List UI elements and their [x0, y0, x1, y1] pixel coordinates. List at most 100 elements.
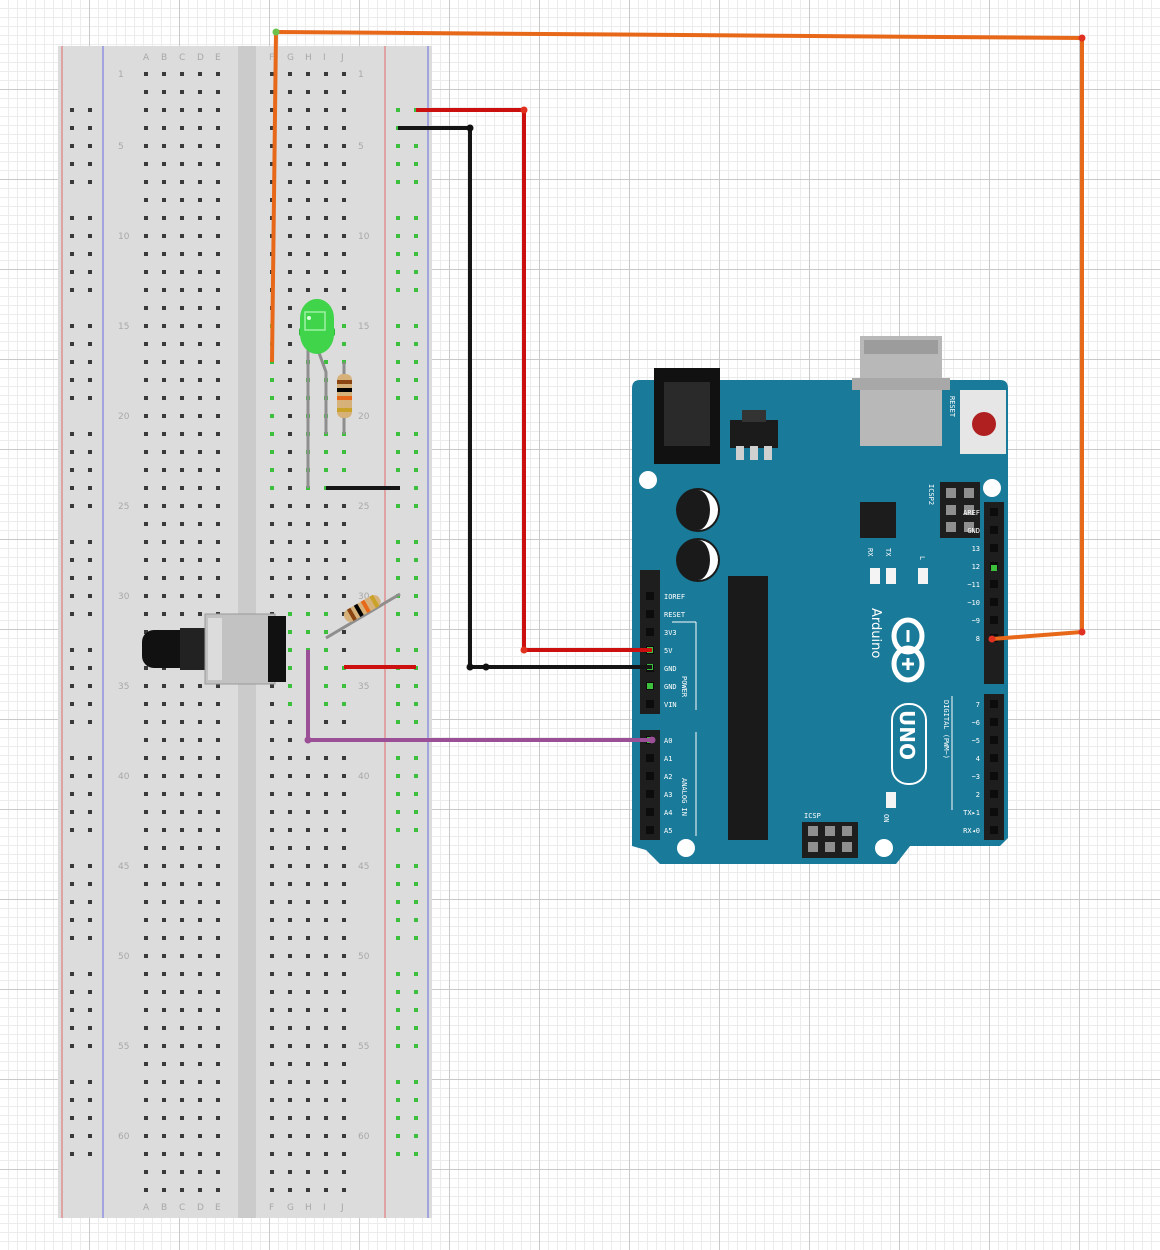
breadboard-hole	[198, 72, 202, 76]
breadboard-hole	[288, 90, 292, 94]
digital-pin[interactable]	[990, 754, 998, 762]
breadboard-hole	[324, 1044, 328, 1048]
breadboard-hole	[288, 666, 292, 670]
column-label-bottom: A	[143, 1203, 150, 1213]
rail-hole	[70, 684, 74, 688]
power-pin[interactable]	[646, 700, 654, 708]
breadboard-hole	[342, 918, 346, 922]
digital-pin[interactable]	[990, 616, 998, 624]
rail-hole	[414, 486, 418, 490]
digital-pin[interactable]	[990, 772, 998, 780]
breadboard-hole	[216, 1170, 220, 1174]
rail-hole	[88, 594, 92, 598]
rail-hole	[88, 972, 92, 976]
breadboard-hole	[144, 1170, 148, 1174]
digital-pin[interactable]	[990, 718, 998, 726]
breadboard-hole	[180, 756, 184, 760]
breadboard-hole	[162, 612, 166, 616]
rail-hole	[414, 468, 418, 472]
power-pin[interactable]	[646, 628, 654, 636]
digital-pin[interactable]	[990, 700, 998, 708]
breadboard-hole	[324, 1062, 328, 1066]
usb-port[interactable]	[860, 336, 942, 446]
breadboard-hole	[342, 468, 346, 472]
digital-pin-label: AREF	[963, 509, 980, 517]
rail-hole	[70, 900, 74, 904]
reset-button[interactable]	[972, 412, 996, 436]
breadboard-hole	[288, 1026, 292, 1030]
breadboard-hole	[270, 702, 274, 706]
breadboard-hole	[216, 756, 220, 760]
digital-pin[interactable]	[990, 736, 998, 744]
breadboard-hole	[342, 1026, 346, 1030]
breadboard-hole	[270, 1026, 274, 1030]
breadboard-hole	[162, 342, 166, 346]
digital-pin[interactable]	[990, 826, 998, 834]
l-label: L	[918, 556, 926, 560]
digital-pin[interactable]	[990, 808, 998, 816]
rail-hole	[70, 1098, 74, 1102]
power-pin[interactable]	[646, 610, 654, 618]
wire-bend	[466, 124, 474, 132]
breadboard-hole	[144, 738, 148, 742]
digital-pin[interactable]	[990, 598, 998, 606]
breadboard-hole	[270, 810, 274, 814]
analog-pin[interactable]	[646, 808, 654, 816]
rail-hole	[88, 1044, 92, 1048]
breadboard-hole	[270, 486, 274, 490]
breadboard-hole	[306, 792, 310, 796]
row-label-right: 10	[358, 232, 370, 242]
row-label-left: 25	[118, 502, 129, 512]
breadboard-hole	[144, 1116, 148, 1120]
rail-hole	[70, 792, 74, 796]
column-label-bottom: C	[179, 1203, 185, 1213]
rail-hole	[88, 342, 92, 346]
resistor-led[interactable]	[337, 362, 352, 434]
breadboard-hole	[144, 936, 148, 940]
breadboard-hole	[270, 846, 274, 850]
analog-pin[interactable]	[646, 790, 654, 798]
breadboard-hole	[270, 918, 274, 922]
analog-pin-label: A3	[664, 791, 672, 799]
rail-hole	[414, 270, 418, 274]
breadboard-hole	[324, 882, 328, 886]
breadboard-hole	[270, 1098, 274, 1102]
rail-hole	[414, 180, 418, 184]
breadboard-hole	[162, 540, 166, 544]
power-pin-label: GND	[664, 683, 677, 691]
power-pin[interactable]	[646, 592, 654, 600]
breadboard-hole	[270, 1116, 274, 1120]
digital-pin[interactable]	[990, 526, 998, 534]
rail-hole	[70, 1026, 74, 1030]
breadboard-hole	[144, 612, 148, 616]
breadboard-hole	[342, 1098, 346, 1102]
breadboard-hole	[288, 378, 292, 382]
breadboard-hole	[180, 1116, 184, 1120]
rail-hole	[396, 234, 400, 238]
row-label-left: 35	[118, 682, 129, 692]
wire-red-5v[interactable]	[416, 108, 652, 652]
breadboard-hole	[324, 990, 328, 994]
resistor-pot[interactable]	[325, 592, 401, 640]
analog-pin[interactable]	[646, 772, 654, 780]
rail-hole	[396, 1008, 400, 1012]
breadboard-hole	[270, 558, 274, 562]
wire-black-gnd[interactable]	[398, 126, 652, 669]
rail-hole	[414, 540, 418, 544]
digital-pin[interactable]	[990, 790, 998, 798]
breadboard-hole	[342, 306, 346, 310]
analog-pin[interactable]	[646, 826, 654, 834]
rail-hole	[70, 1080, 74, 1084]
breadboard-hole	[324, 90, 328, 94]
breadboard-hole	[144, 540, 148, 544]
green-led[interactable]	[299, 298, 335, 488]
rail-hole	[396, 900, 400, 904]
digital-pin[interactable]	[990, 508, 998, 516]
led-die	[304, 311, 326, 331]
analog-pin[interactable]	[646, 754, 654, 762]
l-led	[918, 568, 928, 584]
digital-pin[interactable]	[990, 544, 998, 552]
potentiometer[interactable]	[142, 613, 286, 685]
breadboard-hole	[144, 90, 148, 94]
digital-pin[interactable]	[990, 580, 998, 588]
